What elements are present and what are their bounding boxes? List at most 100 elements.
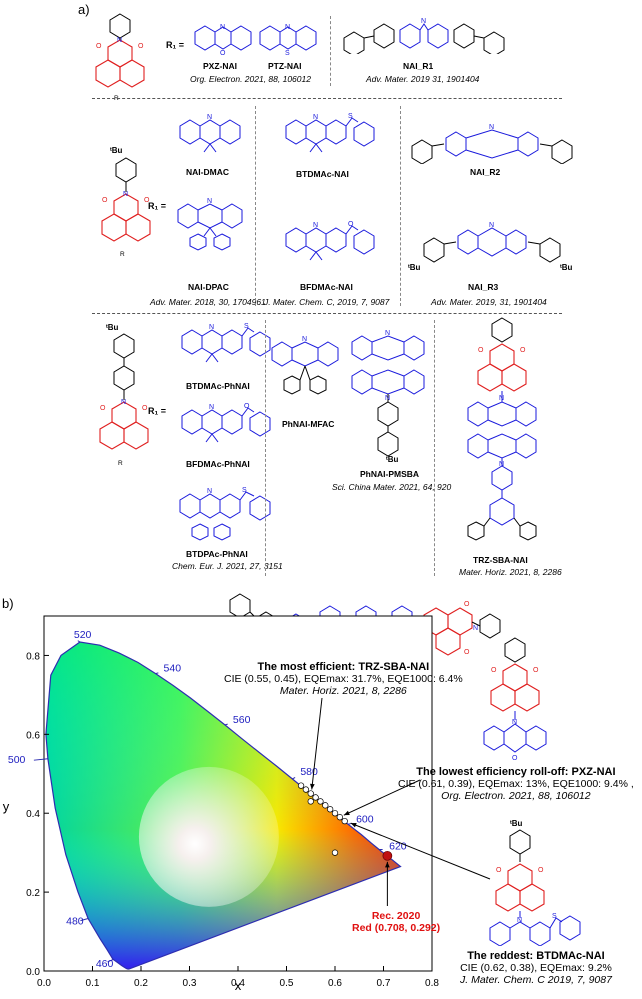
- svg-text:N: N: [421, 18, 426, 25]
- arrow-most-efficient: [311, 697, 323, 790]
- wavelength-tick: [224, 723, 228, 726]
- x-tick-label: 0.7: [377, 978, 391, 989]
- phenoxazine-structure: N O: [194, 24, 252, 56]
- x-tick-label: 0.4: [231, 978, 245, 989]
- svg-text:S: S: [244, 323, 249, 330]
- wavelength-tick: [155, 672, 159, 675]
- label-nai-dmac: NAI-DMAC: [186, 167, 229, 177]
- nai-r1-donor-structure: N: [343, 18, 505, 54]
- label-bfdmac-phnai: BFDMAc-PhNAI: [186, 459, 250, 469]
- nai-r3-structure: N: [423, 222, 561, 263]
- x-tick-label: 0.0: [37, 978, 51, 989]
- nai-core-structure-row2: O O N R: [101, 157, 151, 258]
- ref-row1-ab: Org. Electron. 2021, 88, 106012: [190, 74, 311, 84]
- svg-text:S: S: [348, 113, 353, 120]
- svg-text:N: N: [473, 625, 478, 632]
- label-phnai-mfac: PhNAI-MFAC: [282, 419, 335, 429]
- label-nai-r2: NAI_R2: [470, 167, 501, 177]
- svg-text:O: O: [538, 867, 544, 874]
- svg-text:O: O: [348, 221, 354, 228]
- panel-b-label: b): [2, 596, 14, 611]
- bfdmac-ph-structure: N O: [181, 403, 271, 443]
- svg-text:N: N: [385, 330, 390, 337]
- btdmac-ph-structure: N S: [181, 323, 271, 363]
- rec2020-point: [382, 850, 393, 861]
- svg-text:N: N: [489, 222, 494, 229]
- svg-text:N: N: [207, 488, 212, 495]
- pxz-nai-structure: O O N O: [483, 637, 547, 762]
- svg-text:N: N: [489, 124, 494, 131]
- svg-text:O: O: [138, 43, 144, 50]
- svg-text:O: O: [244, 403, 250, 410]
- data-point: [312, 794, 319, 801]
- label-btdmac-phnai: BTDMAc-PhNAI: [186, 381, 250, 391]
- ref-row2-bt: J. Mater. Chem. C, 2019, 7, 9087: [264, 297, 390, 307]
- svg-text:S: S: [552, 913, 557, 920]
- note-rolloff-ref: Org. Electron. 2021, 88, 106012: [441, 790, 591, 802]
- nai-r2-structure: N: [411, 124, 573, 164]
- data-point: [336, 814, 344, 821]
- svg-text:N: N: [207, 114, 212, 121]
- annotation-arrows: [310, 697, 491, 906]
- wavelength-label: 540: [164, 663, 182, 675]
- bfdmac-structure: N O: [285, 221, 375, 261]
- x-tick-label: 0.2: [134, 978, 148, 989]
- pmsba-structure: N N: [351, 330, 425, 457]
- tbu-left-r3: ᵗBu: [408, 263, 421, 272]
- data-point: [317, 798, 324, 805]
- svg-text:O: O: [491, 667, 497, 674]
- locus-outline: [45, 641, 402, 970]
- divider-row1: [330, 16, 331, 86]
- r1-label-row2: R₁ =: [148, 201, 166, 211]
- svg-text:N: N: [209, 324, 214, 331]
- note-efficient-title: The most efficient:: [257, 661, 356, 673]
- y-tick-label: 0.6: [26, 730, 40, 741]
- note-reddest: The reddest: BTDMAc-NAI CIE (0.62, 0.38)…: [460, 950, 612, 986]
- wavelength-tick: [292, 777, 296, 780]
- x-tick-label: 0.3: [183, 978, 197, 989]
- ref-btdpac: Chem. Eur. J. 2021, 27, 3151: [172, 561, 283, 571]
- btdmac-structure: N S: [285, 113, 375, 153]
- arrow-lowest-rolloff-head: [343, 810, 350, 816]
- wavelength-tick: [107, 958, 115, 963]
- svg-text:O: O: [496, 867, 502, 874]
- svg-text:N: N: [207, 198, 212, 205]
- trz-sba-nai-structure: O O N N: [467, 317, 537, 541]
- divider-row2-b: [400, 106, 401, 306]
- data-point: [307, 790, 314, 797]
- r1-label-row3: R₁ =: [148, 406, 166, 416]
- svg-text:N: N: [313, 222, 318, 229]
- svg-text:N: N: [313, 114, 318, 121]
- svg-text:N: N: [209, 404, 214, 411]
- phnai-core-structure: O O N R: [99, 333, 149, 467]
- svg-text:O: O: [478, 347, 484, 354]
- svg-text:O: O: [464, 601, 470, 608]
- y-tick-label: 0.2: [26, 888, 40, 899]
- svg-text:O: O: [102, 197, 108, 204]
- svg-text:N: N: [499, 461, 504, 468]
- svg-text:O: O: [144, 197, 150, 204]
- y-tick-label: 0.0: [26, 967, 40, 978]
- svg-text:N: N: [117, 37, 122, 44]
- ref-row2-r: Adv. Mater. 2019, 31, 1901404: [431, 297, 547, 307]
- divider-row3-a: [265, 320, 266, 576]
- note-lowest-rolloff: The lowest efficiency roll-off: PXZ-NAI …: [398, 766, 634, 802]
- panel-a-label: a): [78, 2, 90, 17]
- svg-text:N: N: [512, 719, 517, 726]
- wavelength-label: 600: [356, 813, 374, 825]
- svg-text:O: O: [520, 347, 526, 354]
- emitter-points: [297, 782, 393, 861]
- wavelength-tick: [77, 640, 81, 643]
- data-point: [302, 786, 310, 793]
- note-most-efficient: The most efficient: TRZ-SBA-NAI CIE (0.5…: [224, 661, 463, 697]
- label-trz-sba-nai: TRZ-SBA-NAI: [473, 555, 528, 565]
- ref-trz: Mater. Horiz. 2021, 8, 2286: [459, 567, 562, 577]
- svg-text:O: O: [220, 50, 226, 56]
- dpac-structure: N: [177, 198, 243, 251]
- wavelength-label: 520: [74, 629, 92, 641]
- note-rec-line1: Rec. 2020: [371, 910, 421, 922]
- data-point: [297, 782, 305, 789]
- label-nai-r1: NAI_R1: [403, 61, 434, 71]
